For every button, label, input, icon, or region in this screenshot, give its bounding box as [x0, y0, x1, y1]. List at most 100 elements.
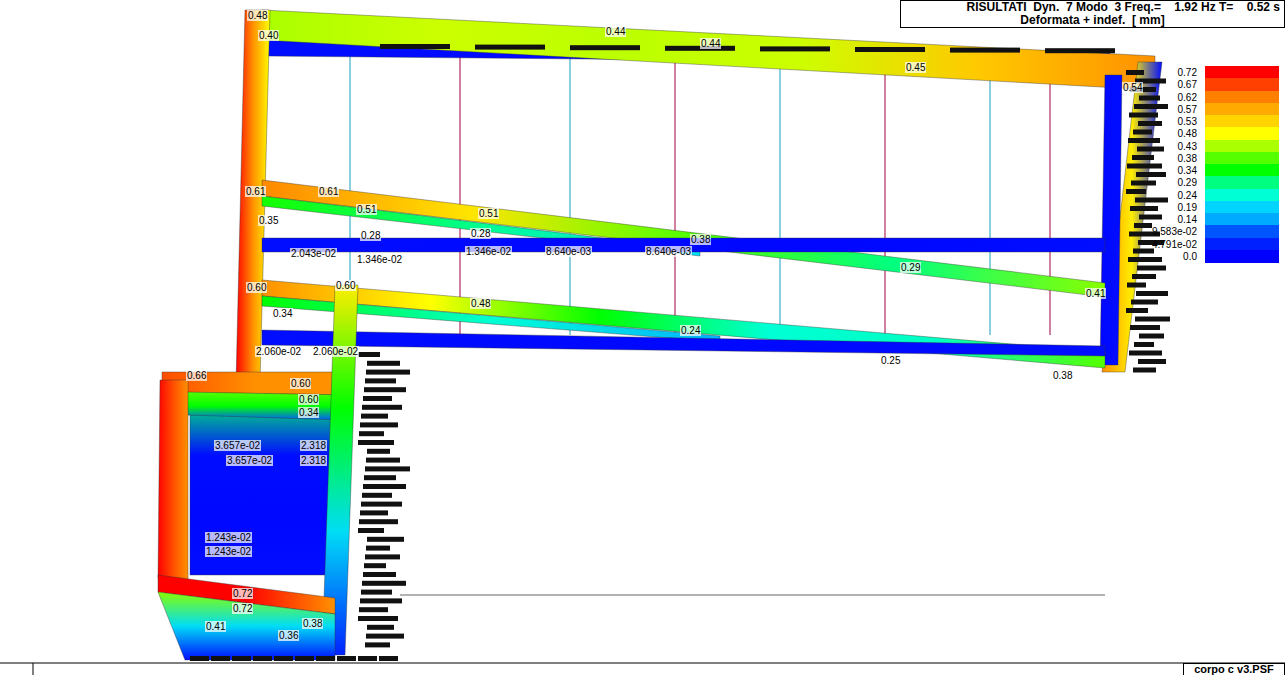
value-label: 0.61 — [245, 186, 266, 197]
node-number-cluster — [1137, 147, 1164, 152]
node-number-cluster — [360, 422, 398, 427]
legend-value: 0.72 — [1178, 67, 1197, 78]
node-number-cluster — [365, 466, 410, 471]
node-number-cluster — [1127, 164, 1162, 169]
legend-swatch — [1205, 115, 1279, 128]
node-number-cluster — [1139, 96, 1160, 101]
value-label: 3.657e-02 — [226, 455, 273, 466]
file-name-box: corpo c v3.PSF — [1183, 663, 1285, 675]
node-number-cluster — [362, 493, 392, 498]
value-label: 0.61 — [318, 186, 339, 197]
value-label: 0.40 — [258, 30, 279, 41]
value-label: 0.44 — [605, 26, 626, 37]
node-number-cluster — [366, 370, 410, 375]
value-label: 1.346e-02 — [356, 254, 403, 265]
node-number-cluster — [358, 528, 384, 533]
value-label: 0.72 — [232, 588, 253, 599]
value-label: 0.72 — [232, 603, 253, 614]
node-number-cluster — [211, 656, 230, 661]
structural-member — [185, 392, 350, 420]
value-label: 0.60 — [290, 378, 311, 389]
node-number-cluster — [232, 656, 251, 661]
structural-member — [262, 180, 1105, 297]
value-label: 2.318 — [300, 455, 327, 466]
value-label: 0.34 — [298, 407, 319, 418]
node-number-cluster — [1126, 308, 1148, 313]
legend-swatch — [1205, 176, 1279, 189]
node-number-cluster — [855, 47, 925, 52]
value-label: 0.66 — [186, 370, 207, 381]
structural-member — [158, 592, 335, 660]
legend-swatch — [1205, 127, 1279, 140]
legend-value: 0.67 — [1178, 79, 1197, 90]
value-label: 0.34 — [272, 308, 293, 319]
node-number-cluster — [1134, 104, 1168, 109]
node-number-cluster — [380, 44, 450, 49]
node-number-cluster — [364, 563, 386, 568]
grid-line — [400, 595, 1105, 596]
vertical-member — [570, 56, 571, 335]
node-number-cluster — [1135, 317, 1170, 322]
legend-swatch — [1205, 78, 1279, 91]
legend-value: 4.791e-02 — [1152, 239, 1197, 250]
node-number-cluster — [362, 581, 406, 586]
value-label: 0.41 — [1085, 288, 1106, 299]
legend-swatch — [1205, 238, 1279, 251]
structural-member — [1100, 75, 1122, 365]
node-number-cluster — [361, 590, 392, 595]
header-text: RISULTATI Dyn. 7 Modo 3 Freq.= 1.92 Hz T… — [901, 1, 1284, 14]
value-label: 2.060e-02 — [312, 346, 359, 357]
node-number-cluster — [359, 607, 388, 612]
node-number-cluster — [337, 656, 356, 661]
node-number-cluster — [1130, 206, 1158, 211]
node-number-cluster — [363, 572, 396, 577]
vertical-member — [780, 63, 781, 335]
value-label: 0.28 — [360, 230, 381, 241]
legend-swatch — [1205, 91, 1279, 104]
node-number-cluster — [1130, 325, 1160, 330]
legend-swatch — [1205, 201, 1279, 214]
legend-value: 0.19 — [1178, 202, 1197, 213]
value-label: 0.60 — [335, 280, 356, 291]
value-label: 0.44 — [700, 38, 721, 49]
value-label: 8.640e-03 — [645, 246, 692, 257]
value-label: 0.45 — [905, 62, 926, 73]
node-number-cluster — [365, 642, 390, 647]
header-text: corpo c v3.PSF — [1184, 664, 1284, 675]
node-number-cluster — [760, 46, 830, 51]
vertical-member — [675, 59, 676, 335]
value-label: 0.36 — [278, 630, 299, 641]
legend-swatch — [1205, 152, 1279, 165]
node-number-cluster — [295, 656, 314, 661]
value-label: 0.29 — [900, 262, 921, 273]
node-number-cluster — [1133, 368, 1156, 373]
result-header: RISULTATI Dyn. 7 Modo 3 Freq.= 1.92 Hz T… — [900, 0, 1285, 28]
node-number-cluster — [363, 396, 392, 401]
legend-swatch — [1205, 103, 1279, 116]
node-number-cluster — [366, 458, 400, 463]
value-label: 1.243e-02 — [205, 546, 252, 557]
node-number-cluster — [363, 484, 406, 489]
node-number-cluster — [1133, 130, 1152, 135]
value-label: 0.41 — [205, 621, 226, 632]
header-text: Deformata + indef. [ mm] — [901, 14, 1284, 27]
node-number-cluster — [367, 361, 400, 366]
value-label: 0.38 — [1052, 370, 1073, 381]
structural-member — [236, 10, 270, 382]
value-label: 2.060e-02 — [255, 346, 302, 357]
value-label: 0.24 — [680, 325, 701, 336]
node-number-cluster — [366, 634, 404, 639]
node-number-cluster — [360, 598, 402, 603]
node-number-cluster — [358, 440, 394, 445]
node-number-cluster — [1128, 138, 1160, 143]
node-number-cluster — [1139, 334, 1164, 339]
node-number-cluster — [358, 656, 377, 661]
node-number-cluster — [359, 519, 398, 524]
value-label: 3.657e-02 — [214, 440, 261, 451]
legend-value: 0.62 — [1178, 92, 1197, 103]
legend-value: 0.38 — [1178, 153, 1197, 164]
value-label: 8.640e-03 — [545, 246, 592, 257]
value-label: 2.043e-02 — [290, 248, 337, 259]
node-number-cluster — [316, 656, 335, 661]
